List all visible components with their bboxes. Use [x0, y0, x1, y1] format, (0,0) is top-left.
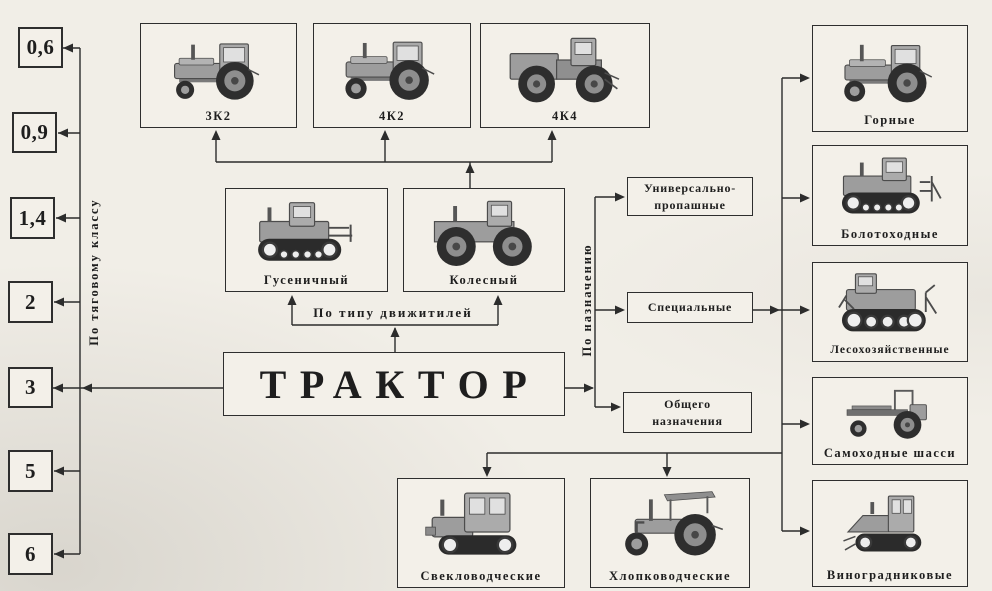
wheel-formula-4k4-box: 4К4	[480, 23, 650, 128]
tractor-4k2-icon	[331, 28, 452, 108]
crop-beet-label: Свекловодческие	[420, 569, 542, 583]
traction-class-6-box: 6	[8, 533, 53, 575]
traction-class-axis-label: По тяговому классу	[87, 198, 101, 346]
propulsion-wheeled-box: Колесный	[403, 188, 565, 292]
crawler-tractor-icon	[244, 193, 369, 272]
wheel-formula-3k2-label: 3К2	[205, 109, 232, 123]
forestry-crawler-icon	[830, 267, 950, 342]
propulsion-crawler-label: Гусеничный	[263, 273, 350, 287]
vineyard-crawler-icon	[830, 485, 950, 567]
wheeled-4wd-tractor-icon	[422, 193, 547, 272]
traction-class-value: 5	[25, 458, 36, 483]
cotton-tricycle-icon	[609, 483, 732, 568]
traction-class-value: 2	[25, 289, 36, 314]
purpose-label-line: пропашные	[654, 197, 726, 212]
special-forestry-label: Лесохозяйственные	[830, 344, 950, 356]
purpose-axis-label: По назначению	[580, 243, 594, 357]
traction-class-0-6-box: 0,6	[18, 27, 63, 68]
purpose-label-line: Общего	[664, 396, 711, 411]
crop-cotton-box: Хлопководческие	[590, 478, 750, 588]
traction-class-value: 1,4	[18, 205, 47, 230]
purpose-special-box: Специальные	[627, 292, 753, 323]
tractor-title-box: ТРАКТОР	[223, 352, 565, 416]
propulsion-wheeled-label: Колесный	[449, 273, 519, 287]
traction-class-value: 0,9	[20, 120, 49, 144]
special-mountain-box: Горные	[812, 25, 968, 132]
traction-class-3-box: 3	[8, 367, 53, 408]
purpose-label-line: Специальные	[647, 300, 733, 315]
special-swamp-label: Болотоходные	[841, 227, 939, 241]
tractor-4k4-icon	[499, 28, 630, 108]
propulsion-crawler-box: Гусеничный	[225, 188, 388, 292]
special-chassis-label: Самоходные шасси	[823, 446, 957, 460]
crop-beet-box: Свекловодческие	[397, 478, 565, 588]
wheel-formula-4k4-label: 4К4	[551, 109, 579, 123]
traction-class-value: 3	[25, 375, 36, 399]
purpose-general-box: Общего назначения	[623, 392, 752, 433]
special-swamp-box: Болотоходные	[812, 145, 968, 246]
special-forestry-box: Лесохозяйственные	[812, 262, 968, 362]
traction-class-2-box: 2	[8, 281, 53, 323]
purpose-universal-row-crop-box: Универсально- пропашные	[627, 177, 753, 216]
traction-class-value: 0,6	[26, 35, 55, 59]
special-vineyard-label: Виноградниковые	[826, 568, 954, 582]
purpose-label-line: Универсально-	[643, 180, 737, 195]
beet-crawler-icon	[416, 483, 546, 568]
traction-class-0-9-box: 0,9	[12, 112, 57, 153]
propulsion-bracket-label: По типу движитилей	[313, 305, 473, 320]
wheel-formula-4k2-label: 4К2	[378, 109, 406, 123]
traction-class-5-box: 5	[8, 450, 53, 492]
crop-cotton-label: Хлопководческие	[608, 569, 732, 583]
wheel-formula-4k2-box: 4К2	[313, 23, 471, 128]
special-vineyard-box: Виноградниковые	[812, 480, 968, 587]
self-propelled-chassis-icon	[830, 382, 950, 445]
special-mountain-label: Горные	[864, 113, 916, 127]
swamp-crawler-icon	[830, 150, 950, 226]
purpose-label-line: назначения	[652, 413, 723, 428]
tractor-title: ТРАКТОР	[259, 361, 541, 407]
traction-class-1-4-box: 1,4	[10, 197, 55, 239]
special-chassis-box: Самоходные шасси	[812, 377, 968, 465]
traction-class-value: 6	[25, 541, 36, 566]
tractor-3k2-icon	[158, 28, 279, 108]
wheel-formula-3k2-box: 3К2	[140, 23, 297, 128]
mountain-tractor-icon	[830, 30, 950, 112]
